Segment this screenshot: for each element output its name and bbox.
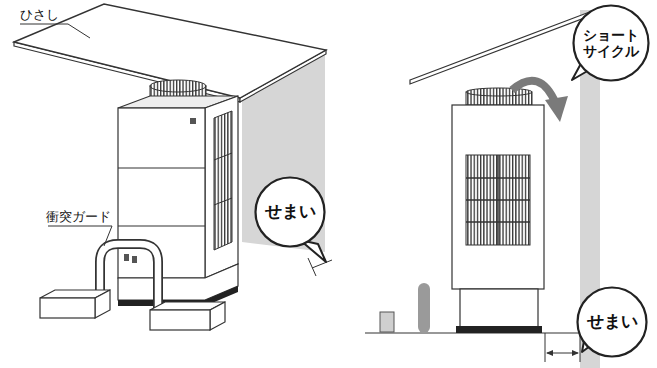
fan-grille <box>150 80 206 92</box>
dimension-arrow <box>572 350 579 356</box>
base-shadow <box>456 326 542 333</box>
side-grille <box>214 111 232 250</box>
bubble-circle <box>574 6 649 81</box>
eave-plate <box>14 4 326 98</box>
callout-text: せまい <box>582 312 642 332</box>
grille-rib <box>497 155 499 245</box>
concrete-block <box>95 290 110 318</box>
bubble-circle <box>578 288 647 357</box>
indicator <box>132 256 137 263</box>
dimension-arrow <box>546 350 553 356</box>
grille-rib <box>214 198 232 205</box>
unit-grille <box>466 155 530 245</box>
panel-line <box>118 167 205 168</box>
bubble-text-box: せまい <box>582 312 642 332</box>
bubble-circle <box>256 178 325 247</box>
dimension-tick <box>308 258 316 276</box>
fan-grille <box>466 88 532 96</box>
bubble-text-box: ショート サイクル <box>580 27 642 59</box>
small-post <box>380 312 394 332</box>
leader-line <box>48 226 112 246</box>
part-name: 衝突ガード <box>46 208 111 226</box>
unit-base <box>460 289 538 327</box>
unit-body <box>452 105 544 289</box>
callout-bubble: せまい <box>254 176 326 248</box>
concrete-block <box>40 298 95 318</box>
dimension-tick <box>545 333 546 362</box>
dimension-line <box>312 260 332 268</box>
unit-side <box>205 96 238 278</box>
indicator <box>124 254 129 261</box>
arrow-head <box>545 96 568 122</box>
grille-rib <box>214 153 232 160</box>
panel-line <box>118 225 205 226</box>
concrete-block <box>210 302 225 330</box>
callout-text: せまい <box>260 202 320 222</box>
concrete-block <box>150 310 210 330</box>
indicator <box>190 118 196 124</box>
callout-text: ショート サイクル <box>580 27 642 59</box>
leader-line <box>20 24 90 38</box>
pole <box>418 283 430 333</box>
bubble-text-box: せまい <box>260 202 320 222</box>
part-name: ひさし <box>20 6 59 24</box>
callout-bubble: ショート サイクル <box>572 4 650 82</box>
eave-plate <box>410 8 600 84</box>
callout-bubble: せまい <box>576 286 648 358</box>
